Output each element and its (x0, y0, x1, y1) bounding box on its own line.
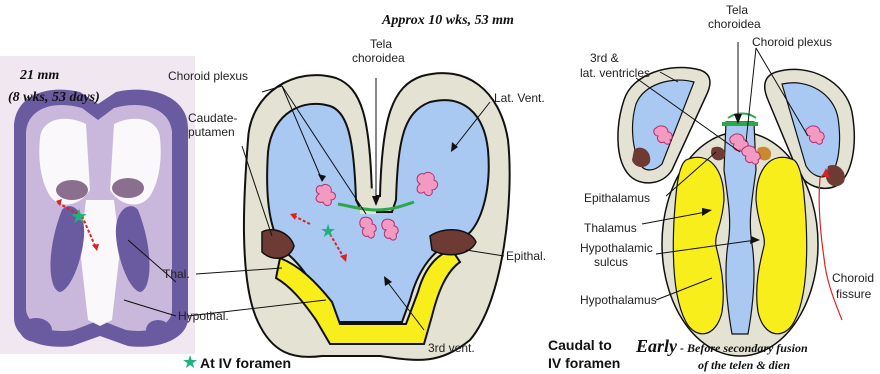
label-tela-right-1: Tela (726, 3, 748, 17)
legend-star-icon: ★ (182, 352, 198, 373)
stage-line2: (8 wks, 53 days) (8, 90, 100, 105)
footer-caudal-2: IV foramen (548, 355, 620, 371)
label-hypothal: Hypothal. (178, 309, 229, 323)
label-epithalamus: Epithalamus (584, 191, 650, 205)
label-epithal: Epithal. (506, 249, 546, 263)
label-hypothalamic-1: Hypothalamic (580, 241, 653, 255)
label-choroid-fissure-2: fissure (836, 287, 872, 301)
left-star-icon: ★ (70, 204, 88, 228)
right-section-diagram (618, 68, 854, 356)
footer-fusion-1: - Before secondary fusion (680, 341, 808, 355)
label-3rd-vent: 3rd vent. (428, 341, 475, 355)
label-caudate-2: putamen (188, 125, 235, 139)
stage-line1: 21 mm (19, 68, 59, 83)
middle-section-diagram (244, 73, 510, 360)
label-choroid-fissure-1: Choroid (832, 271, 874, 285)
legend-text: At IV foramen (200, 355, 291, 371)
figure-title: Approx 10 wks, 53 mm (381, 13, 514, 28)
footer-early: Early (635, 336, 678, 356)
label-ventricles-2: lat. ventricles (580, 66, 650, 80)
label-choroid-plexus-mid: Choroid plexus (168, 69, 248, 83)
middle-star-icon: ★ (320, 221, 336, 242)
label-hypothalamic-2: sulcus (594, 255, 628, 269)
label-choroid-plexus-right: Choroid plexus (752, 35, 832, 49)
label-tela-mid-1: Tela (370, 37, 392, 51)
label-ventricles-1: 3rd & (590, 51, 619, 65)
footer-caudal-1: Caudal to (548, 337, 612, 353)
label-hypothalamus: Hypothalamus (580, 293, 657, 307)
label-tela-mid-2: choroidea (352, 51, 405, 65)
label-lat-vent: Lat. Vent. (494, 91, 545, 105)
label-tela-right-2: choroidea (708, 17, 761, 31)
label-caudate-1: Caudate- (188, 111, 237, 125)
label-thalamus: Thalamus (584, 221, 637, 235)
label-thal: Thal. (163, 267, 190, 281)
footer-fusion-2: of the telen & dien (698, 358, 790, 372)
